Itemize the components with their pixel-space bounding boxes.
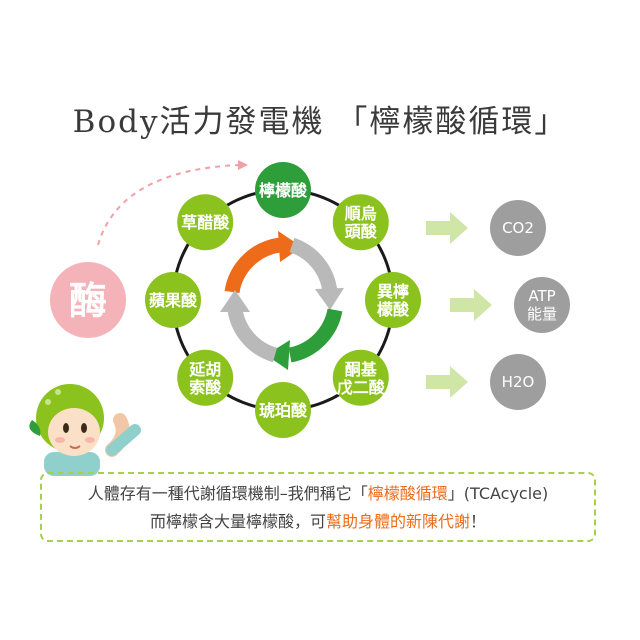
cycle-node-citric: 檸檬酸: [255, 162, 311, 218]
output-arrow-co2: [426, 212, 468, 244]
output-label: ATP: [528, 287, 555, 305]
output-circle: [490, 354, 546, 410]
description-line-2: 而檸檬含大量檸檬酸，可幫助身體的新陳代謝！: [149, 512, 487, 531]
description-box: 人體存有一種代謝循環機制–我們稱它「檸檬酸循環」(TCAcycle) 而檸檬含大…: [40, 472, 596, 542]
cycle-node-label: 草醋酸: [181, 213, 230, 232]
description-line-1: 人體存有一種代謝循環機制–我們稱它「檸檬酸循環」(TCAcycle): [87, 484, 549, 503]
enzyme-label: 酶: [69, 279, 107, 323]
cycle-node-circle: [332, 194, 389, 251]
highlight-cycle-name: 檸檬酸循環: [367, 484, 448, 503]
output-2: H2O: [490, 354, 546, 410]
output-arrows: [426, 212, 492, 398]
cycle-node-label: 索酸: [189, 378, 222, 397]
cycle-node-label: 酮基: [345, 360, 378, 379]
lemon-mascot-image: [29, 384, 141, 476]
output-0: CO2: [490, 200, 546, 256]
cycle-node-label: 異檸: [377, 282, 409, 301]
cycle-node-oxaloacetic: 草醋酸: [177, 194, 234, 251]
cycle-node-label: 蘋果酸: [149, 291, 198, 310]
output-label: H2O: [502, 373, 535, 391]
cycle-node-circle: [177, 194, 234, 251]
cycle-node-label: 延胡: [188, 360, 221, 379]
cycle-node-label: 戊二酸: [337, 378, 386, 397]
output-circle: [514, 277, 570, 333]
cycle-node-circle: [332, 349, 389, 406]
cycle-node-circle: [365, 272, 421, 328]
cycle-node-label: 順烏: [344, 204, 377, 223]
cycle-node-label: 琥珀酸: [259, 401, 308, 420]
output-label: CO2: [502, 219, 534, 237]
output-arrow-atp: [450, 289, 492, 321]
inner-cycle-arrows: [220, 231, 344, 370]
cycle-node-malic: 蘋果酸: [145, 272, 201, 328]
cycle-node-circle: [255, 382, 311, 438]
cycle-node-circle: [145, 272, 201, 328]
cycle-node-succinic: 琥珀酸: [255, 382, 311, 438]
output-circle: [490, 200, 546, 256]
enzyme-circle: [50, 262, 126, 338]
enzyme-arrowhead: [238, 160, 248, 170]
cycle-node-label: 頭酸: [345, 222, 378, 241]
output-arrow-h2o: [426, 366, 468, 398]
cycle-node-circle: [255, 162, 311, 218]
cycle-node-label: 檸檬酸: [259, 181, 308, 200]
page-title: Body活力發電機 「檸檬酸循環」: [72, 104, 568, 140]
cycle-node-label: 檬酸: [377, 300, 410, 319]
output-label: 能量: [527, 305, 557, 323]
highlight-benefit: 幫助身體的新陳代謝: [325, 512, 470, 531]
cycle-node-circle: [177, 349, 234, 406]
